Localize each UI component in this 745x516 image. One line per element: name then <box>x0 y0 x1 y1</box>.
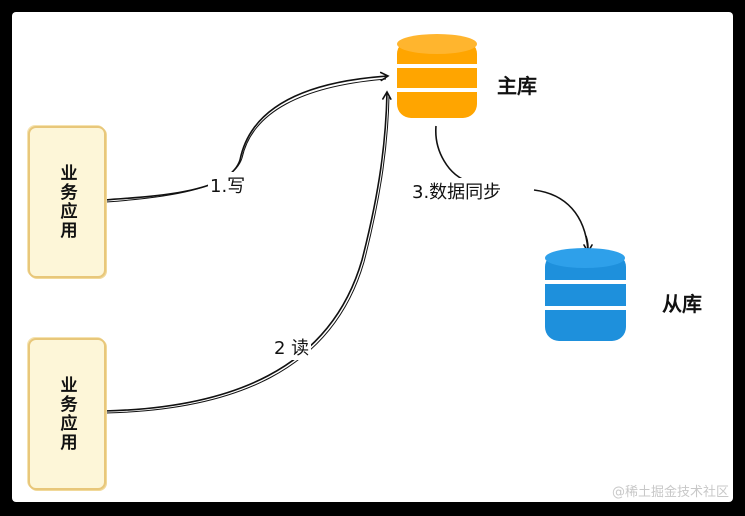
app-label-top: 业务应用 <box>56 164 77 240</box>
app-box-bottom: 业务应用 <box>28 338 106 490</box>
app-label-bottom: 业务应用 <box>56 376 77 452</box>
edge-write <box>103 71 390 201</box>
edge-sync-label: 3.数据同步 <box>410 178 504 204</box>
app-box-top: 业务应用 <box>28 126 106 278</box>
watermark: @稀土掘金技术社区 <box>611 485 729 500</box>
slave-db-icon <box>545 248 626 341</box>
master-db-icon <box>397 34 477 118</box>
master-db-label: 主库 <box>497 74 537 98</box>
edge-write-label: 1.写 <box>208 172 248 198</box>
edge-write-sketch <box>105 78 387 203</box>
slave-db-label: 从库 <box>662 292 702 316</box>
edge-read-label: 2 读 <box>272 334 312 360</box>
edge-read-sketch <box>105 95 390 414</box>
edge-read <box>103 90 392 412</box>
